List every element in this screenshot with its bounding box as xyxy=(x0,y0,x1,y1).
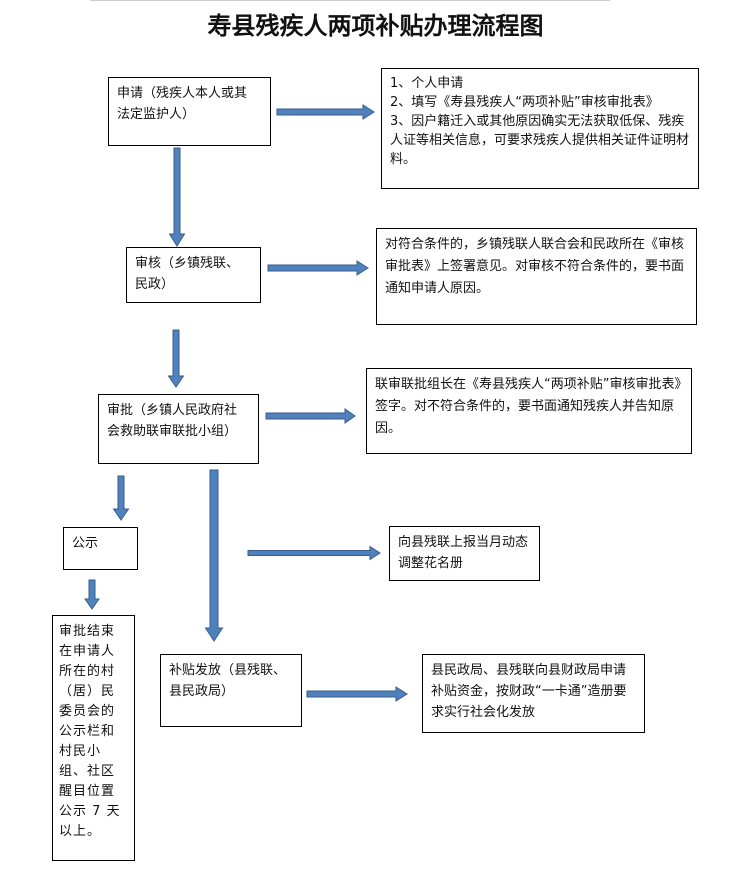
step-apply-box: 申请（残疾人本人或其 法定监护人） xyxy=(108,77,271,146)
arrow-review-to-note xyxy=(267,260,369,276)
arrow-publicity-to-notice xyxy=(84,579,100,610)
arrow-review-to-approve xyxy=(167,329,185,388)
page-title: 寿县残疾人两项补贴办理流程图 xyxy=(207,11,544,40)
arrow-issue-to-note xyxy=(306,686,408,702)
arrow-approve-to-publicity xyxy=(112,475,130,521)
top-rule xyxy=(90,0,610,3)
note-publicity-box: 审批结束在申请人所在的村（居）民委员会的公示栏和村民小组、社区醒目位置公示 7 … xyxy=(52,615,135,861)
note-issue-box: 县民政局、县残联向县财政局申请补贴资金，按财政“一卡通”造册要求实行社会化发放 xyxy=(422,654,645,733)
arrow-to-report-note xyxy=(247,545,381,561)
arrow-apply-to-review xyxy=(168,147,186,247)
note-report-box: 向县残联上报当月动态调整花名册 xyxy=(389,526,540,581)
step-approve-box: 审批（乡镇人民政府社 会救助联审联批小组） xyxy=(98,394,259,464)
step-issue-box: 补贴发放（县残联、 县民政局） xyxy=(160,654,302,727)
arrow-approve-to-issue xyxy=(204,469,224,642)
step-publicity-box: 公示 xyxy=(63,527,138,570)
step-review-box: 审核（乡镇残联、 民政） xyxy=(126,247,261,303)
note-apply-box: 1、个人申请 2、填写《寿县残疾人“两项补贴”审核审批表》 3、因户籍迁入或其他… xyxy=(381,68,699,189)
note-review-box: 对符合条件的，乡镇残联人联合会和民政所在《审核审批表》上签署意见。对审核不符合条… xyxy=(376,228,697,325)
arrow-apply-to-note xyxy=(276,104,375,120)
note-approve-box: 联审联批组长在《寿县残疾人“两项补贴”审核审批表》签字。对不符合条件的，要书面通… xyxy=(366,368,692,454)
arrow-approve-to-note xyxy=(265,408,356,424)
